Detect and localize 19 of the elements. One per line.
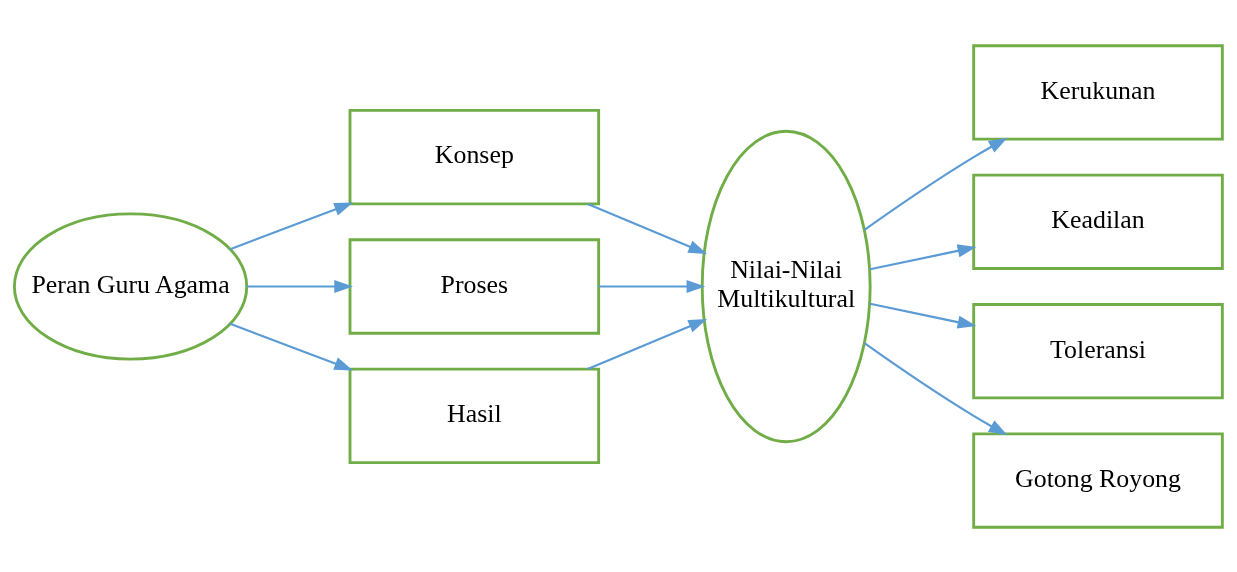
node-box: Toleransi [972, 302, 1224, 399]
node-box: Gotong Royong [972, 431, 1224, 529]
arrow [598, 279, 706, 293]
arrow [587, 318, 708, 370]
node-ellipse: Nilai-Nilai Multikultural [700, 129, 872, 443]
arrow [869, 302, 977, 329]
node-box: Konsep [348, 108, 601, 205]
arrow [863, 341, 1008, 435]
node-box: Kerukunan [972, 43, 1224, 141]
arrow [587, 202, 708, 254]
node-box: Hasil [348, 367, 601, 464]
arrow [246, 279, 353, 293]
node-box: Keadilan [972, 173, 1224, 270]
arrow [869, 243, 977, 270]
arrow [229, 322, 354, 370]
arrow [229, 202, 354, 250]
node-ellipse: Peran Guru Agama [13, 212, 249, 360]
arrow [863, 137, 1008, 231]
node-box: Proses [348, 237, 601, 335]
